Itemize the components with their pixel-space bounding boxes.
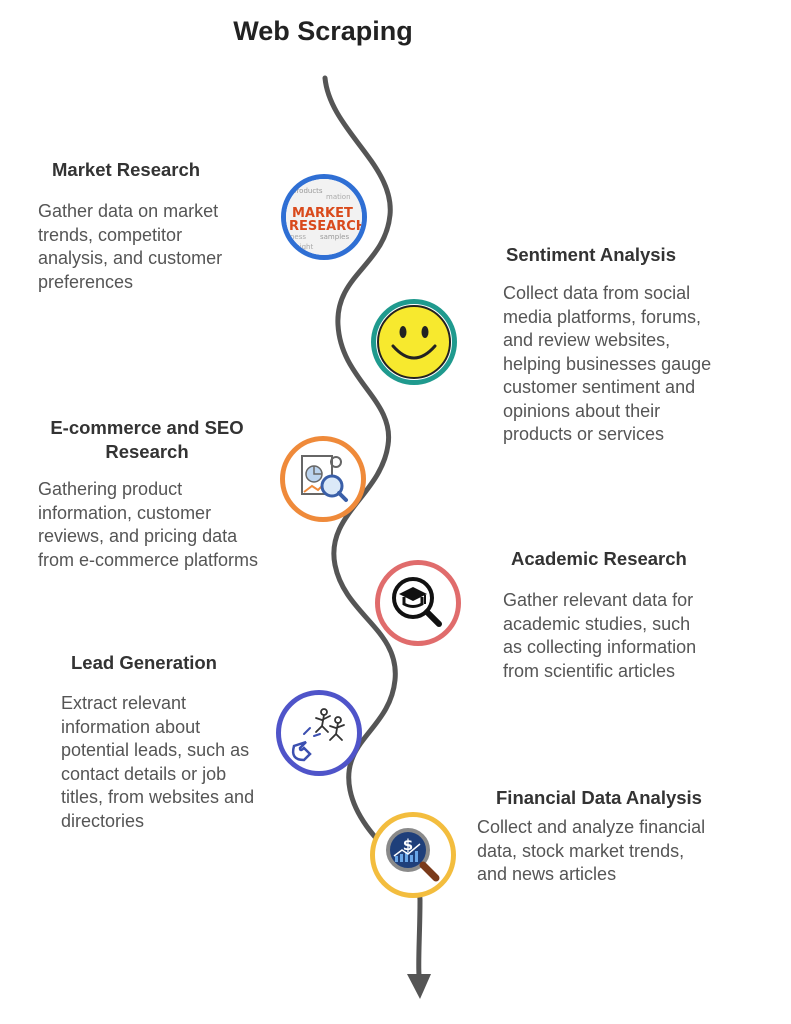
market-research-icon: products mation ness samples sight MARKE… xyxy=(286,179,362,255)
node-ecommerce-seo xyxy=(280,436,366,522)
svg-text:samples: samples xyxy=(320,233,349,241)
node-academic-research xyxy=(375,560,461,646)
desc-market-research: Gather data on market trends, competitor… xyxy=(38,201,223,292)
desc-lead-generation: Extract relevant information about poten… xyxy=(61,693,255,831)
dollar-magnifier-icon: $ xyxy=(386,828,440,882)
seo-analytics-icon xyxy=(301,455,348,502)
heading-sentiment-analysis: Sentiment Analysis xyxy=(506,244,676,265)
smiley-face-icon xyxy=(377,305,451,379)
desc-ecommerce-seo: Gathering product information, customer … xyxy=(38,479,259,570)
heading-lead-generation: Lead Generation xyxy=(71,652,217,673)
desc-sentiment-analysis: Collect data from social media platforms… xyxy=(503,283,712,444)
heading-ecommerce-seo: E-commerce and SEO Research xyxy=(50,417,244,462)
desc-academic-research: Gather relevant data for academic studie… xyxy=(503,590,697,681)
node-sentiment-analysis xyxy=(371,299,457,385)
spine-arrowhead xyxy=(407,974,431,999)
heading-financial-data-analysis: Financial Data Analysis xyxy=(496,787,702,808)
desc-financial-data-analysis: Collect and analyze financial data, stoc… xyxy=(477,817,706,884)
node-financial-data-analysis: $ xyxy=(370,812,456,898)
diagram-title: Web Scraping xyxy=(233,16,413,46)
svg-text:mation: mation xyxy=(326,193,351,201)
svg-text:sight: sight xyxy=(296,243,313,251)
node-lead-generation xyxy=(276,690,362,776)
magnet-people-icon xyxy=(291,708,345,762)
heading-academic-research: Academic Research xyxy=(511,548,687,569)
svg-text:products: products xyxy=(292,187,323,195)
svg-text:MARKET: MARKET xyxy=(292,206,353,221)
svg-text:ness: ness xyxy=(290,233,306,241)
heading-market-research: Market Research xyxy=(52,159,201,180)
svg-text:$: $ xyxy=(403,836,413,854)
svg-text:RESEARCH: RESEARCH xyxy=(289,219,362,234)
node-market-research: products mation ness samples sight MARKE… xyxy=(281,174,367,260)
graduation-cap-magnifier-icon xyxy=(392,577,442,627)
